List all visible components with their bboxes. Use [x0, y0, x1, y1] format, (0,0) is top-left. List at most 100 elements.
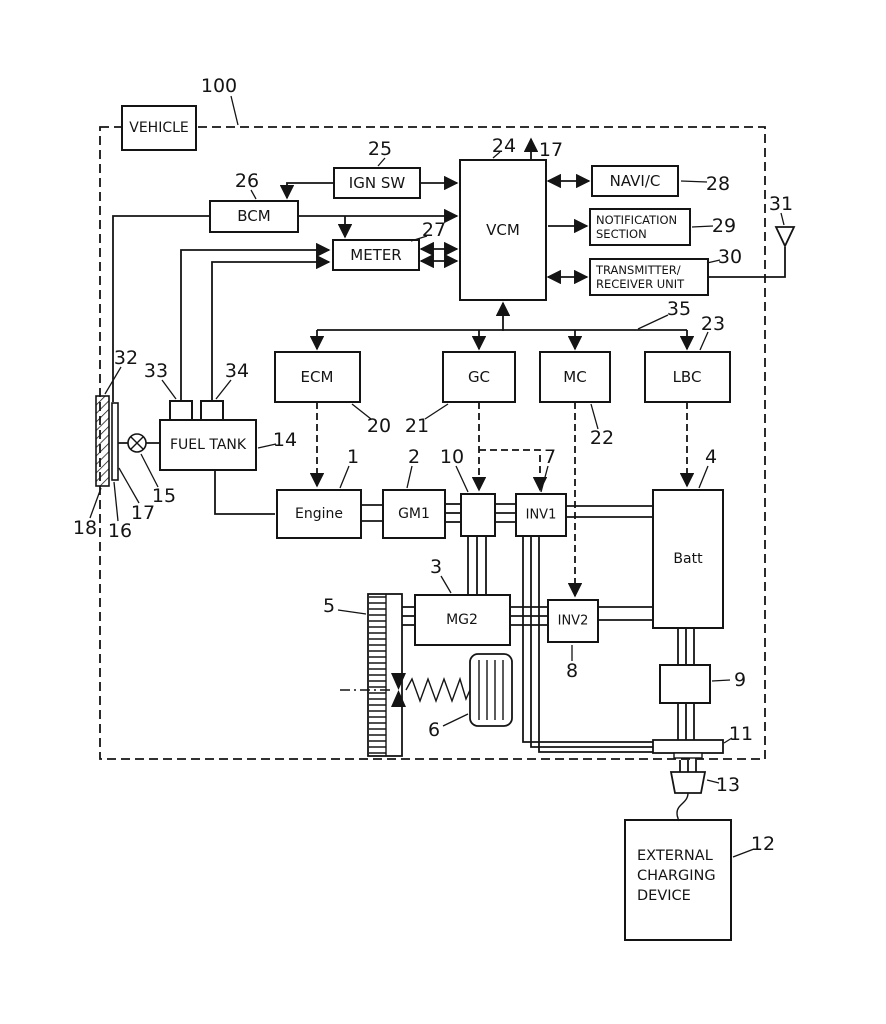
mg2-label: MG2 [446, 612, 478, 628]
ref-17-top: 17 [539, 139, 563, 161]
inv1-label: INV1 [526, 508, 557, 523]
ref-1-leader [339, 465, 350, 489]
ref-11-leader [723, 737, 733, 744]
ref-21: 21 [405, 415, 429, 437]
notification-label-1: NOTIFICATION [596, 213, 677, 227]
damper-icon [469, 653, 513, 727]
ref-26-leader [250, 189, 257, 200]
signal-wiring [112, 173, 786, 515]
ref-15-leader [140, 453, 159, 488]
ref-34: 34 [225, 360, 249, 382]
external-label-1: EXTERNAL [637, 848, 713, 864]
ref-8: 8 [566, 660, 578, 682]
ref-23: 23 [701, 313, 725, 335]
ref-35: 35 [667, 298, 691, 320]
ref-24: 24 [492, 135, 516, 157]
transmitter-antenna-line [708, 247, 786, 278]
ref-20: 20 [367, 415, 391, 437]
ecm-label: ECM [301, 368, 334, 386]
mc-box [539, 351, 611, 403]
ref-22-leader [590, 403, 599, 430]
valve-icon [127, 433, 147, 453]
ref-35-leader [637, 314, 669, 330]
ref-13: 13 [716, 774, 740, 796]
ref-33-leader [161, 379, 177, 400]
ref-5: 5 [323, 595, 335, 617]
ref-6-leader [442, 713, 469, 727]
gear-mg2-links [402, 606, 415, 626]
ref-18-leader [89, 487, 102, 519]
batt-label: Batt [673, 551, 703, 567]
ref-9-leader [711, 679, 731, 682]
gear-unit-icon [340, 593, 406, 757]
ref-2-leader [406, 465, 413, 489]
ref-17-bottom-leader [118, 467, 140, 504]
ref-10: 10 [440, 446, 464, 468]
ref-15: 15 [152, 485, 176, 507]
ref-27-leader [410, 235, 428, 242]
ref-31: 31 [769, 193, 793, 215]
pictorial-components [95, 137, 796, 822]
transmitter-label-1: TRANSMITTER/ [595, 263, 681, 277]
ref-2: 2 [408, 446, 420, 468]
control-wiring [309, 402, 695, 598]
gc-label: GC [468, 368, 490, 386]
ignsw-to-bcm-line [279, 182, 334, 200]
junction-inv1-cables [495, 503, 516, 523]
external-label-3: DEVICE [637, 888, 691, 904]
ref-12-leader [732, 848, 755, 858]
notification-label-2: SECTION [596, 227, 647, 241]
fuel-sensor-33-box [169, 400, 193, 421]
ref-14-leader [257, 443, 277, 449]
ref-32-leader [104, 366, 122, 395]
vehicle-boundary [99, 126, 766, 760]
ref-26: 26 [235, 170, 259, 192]
bcm-to-filler-line [112, 215, 210, 402]
mg2-box [414, 594, 511, 646]
ecm-box [274, 351, 361, 403]
ref-10-leader [455, 465, 469, 493]
transmitter-label-2: RECEIVER UNIT [596, 277, 685, 291]
sensor34-to-meter-line [211, 254, 331, 401]
ref-3: 3 [430, 556, 442, 578]
ref-16-leader [113, 481, 119, 522]
ref-29-leader [691, 225, 714, 228]
charger-box [659, 664, 711, 704]
notification-box [589, 208, 691, 246]
lbc-label: LBC [673, 368, 702, 386]
plug-icon [669, 760, 707, 822]
junction-box [460, 493, 496, 537]
ref-100-leader [230, 95, 239, 126]
vehicle-title-box [121, 105, 197, 151]
vcm-label: VCM [486, 221, 520, 239]
fuel-tank-label: FUEL TANK [170, 437, 247, 453]
ref-33: 33 [144, 360, 168, 382]
mc-label: MC [563, 368, 586, 386]
inv1-batt-cables [566, 505, 653, 518]
inv1-inlet-charge-cables [522, 536, 653, 753]
ref-14: 14 [273, 429, 297, 451]
pulley-icon [391, 673, 406, 707]
ref-30: 30 [718, 246, 742, 268]
ref-25: 25 [368, 138, 392, 160]
vcm-box [459, 159, 547, 301]
ref-29: 29 [712, 215, 736, 237]
ref-17-bottom: 17 [131, 502, 155, 524]
inv2-label: INV2 [558, 614, 589, 629]
meter-label: METER [350, 246, 401, 264]
ref-34-leader [215, 379, 232, 400]
ref-5-leader [337, 609, 367, 615]
navi-label: NAVI/C [610, 172, 661, 190]
spring-icon [405, 676, 471, 704]
ign-sw-box [333, 167, 421, 199]
charger-inlet-cables [677, 703, 695, 740]
ref-13-leader [706, 779, 720, 784]
gm1-junction-cables [445, 503, 461, 523]
ref-6: 6 [428, 719, 440, 741]
gm1-label: GM1 [398, 506, 430, 522]
transmitter-box [589, 258, 709, 296]
component-boxes: VEHICLE IGN SW BCM METER VCM NAVI/C NOTI… [121, 105, 732, 941]
ref-18: 18 [73, 517, 97, 539]
